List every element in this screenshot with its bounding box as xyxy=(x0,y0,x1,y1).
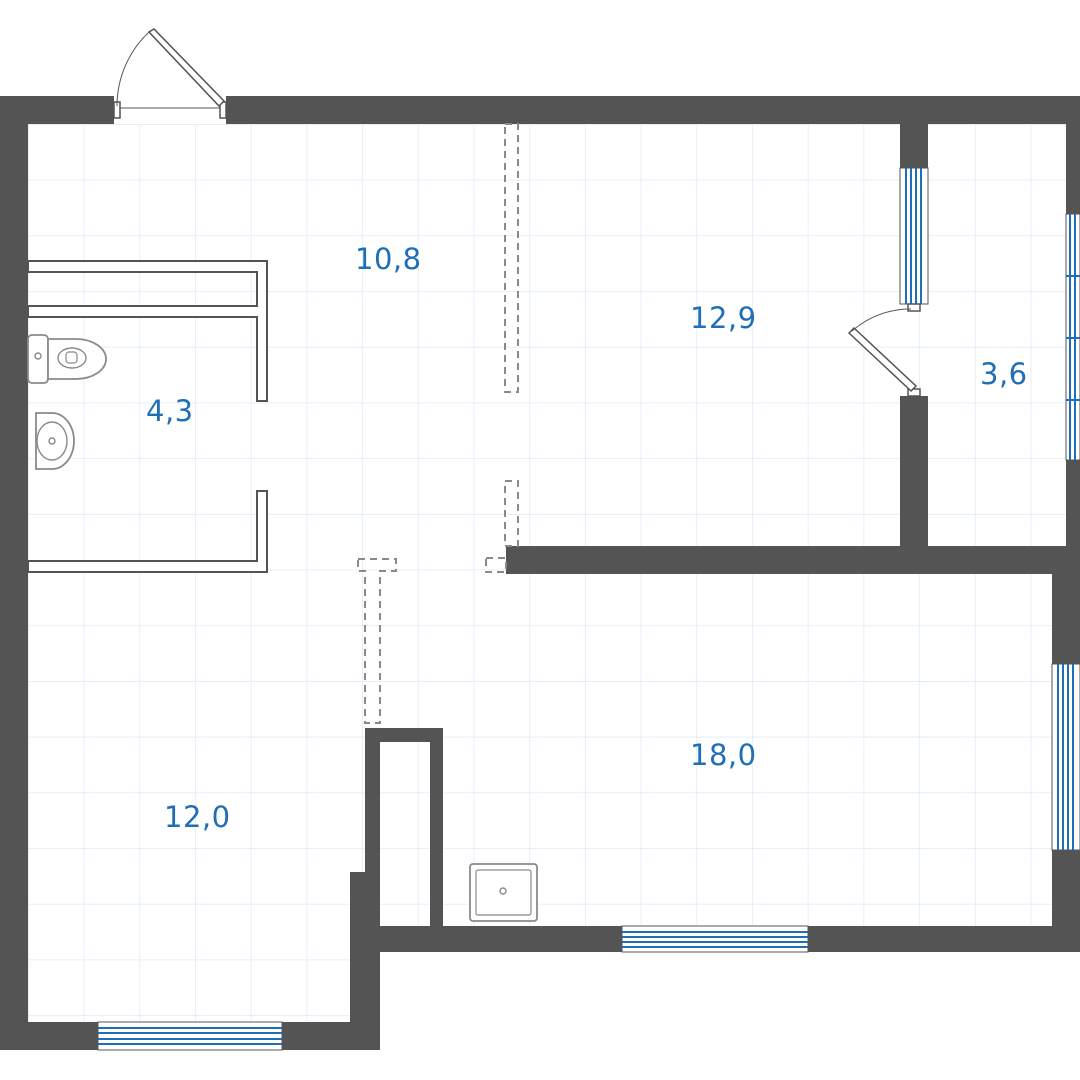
entrance-door xyxy=(113,28,227,119)
wall-inner-cap xyxy=(365,728,443,742)
wall-left xyxy=(0,96,28,1050)
dashed-wall-mid xyxy=(504,480,519,547)
wall-bottom-b xyxy=(808,926,1080,952)
balcony-door-arc xyxy=(851,308,912,332)
area-label-hall: 10,8 xyxy=(355,242,422,276)
area-label-balcony: 3,6 xyxy=(980,357,1028,391)
windows xyxy=(97,167,1080,1051)
bathroom-partitions xyxy=(27,260,268,573)
wall-step-vertical xyxy=(350,872,380,1050)
window-bottom-left xyxy=(97,1021,283,1051)
shower-tray-icon xyxy=(469,863,538,922)
wall-balcony-top xyxy=(900,124,928,168)
area-label-bathroom: 4,3 xyxy=(146,394,194,428)
dashed-wall-corner xyxy=(485,557,507,573)
dashed-walls xyxy=(357,123,519,724)
window-balcony-right xyxy=(1065,213,1080,461)
wall-top-right xyxy=(226,96,1080,124)
toilet-icon xyxy=(27,334,107,384)
wall-inner-post xyxy=(365,728,380,872)
window-right-lower xyxy=(1051,663,1080,851)
window-bottom xyxy=(621,925,809,953)
window-balcony-inner xyxy=(899,167,929,305)
wall-right-lower-b xyxy=(1052,850,1080,952)
wall-balcony-bottom xyxy=(900,396,928,546)
balcony-door xyxy=(847,303,921,397)
wall-middle-horizontal xyxy=(506,546,1066,574)
area-label-room-top: 12,9 xyxy=(690,301,757,335)
dashed-wall-top xyxy=(504,123,519,393)
partition-top xyxy=(27,260,268,402)
bidet-icon xyxy=(35,412,75,470)
dashed-wall-t xyxy=(357,558,397,724)
door-swing-arc xyxy=(116,31,150,107)
wall-bottom-left-a xyxy=(0,1022,98,1050)
area-labels: 10,8 12,9 3,6 4,3 12,0 18,0 xyxy=(146,242,1028,834)
partition-bottom xyxy=(27,490,268,573)
wall-bottom-a xyxy=(380,926,622,952)
area-label-room-bottom-left: 12,0 xyxy=(164,800,231,834)
wall-inner-vertical xyxy=(430,728,443,926)
balcony-door-leaf xyxy=(847,326,918,393)
balcony-door-jamb xyxy=(907,303,921,312)
door-leaf xyxy=(147,28,226,108)
area-label-room-bottom-right: 18,0 xyxy=(690,738,757,772)
